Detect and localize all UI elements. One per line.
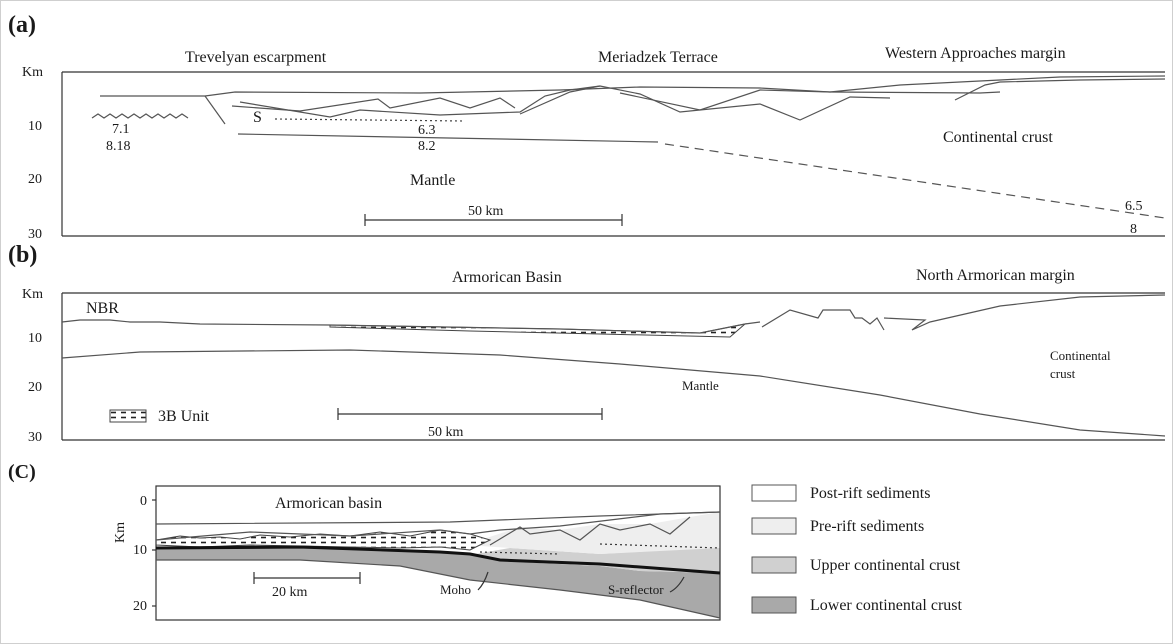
panel-a-depth-unit: Km [22,65,43,80]
panel-c-dotted-horizon-1 [479,551,561,555]
panel-a-escarpment-scarp [204,95,226,125]
panel-a-label-continental-crust: Continental crust [943,129,1053,146]
panel-a-velocity-mid-bottom: 8.2 [418,139,436,154]
panel-a-title-trevelyan: Trevelyan escarpment [185,49,327,66]
panel-c-seafloor-line [155,511,721,525]
legend: Post-rift sediments Pre-rift sediments U… [751,484,963,614]
panel-c-moho-line [155,545,721,575]
panel-c-top-sediment-line [155,511,721,541]
panel-c-frame [155,485,721,621]
panel-a-terrace-faults [519,85,891,121]
panel-a-title-western-approaches: Western Approaches margin [885,45,1066,62]
panel-a: (a) Km 10 20 30 Trevelyan escarpment Mer… [8,12,1166,242]
panel-b-depth-tick-20: 20 [28,380,42,395]
panel-a-margin-fault [954,78,1166,101]
panel-a-label-s: S [253,109,262,126]
panel-c-3b-unit-body [155,529,492,551]
panel-b-label: (b) [8,242,37,268]
panel-b-label-nbr: NBR [86,300,119,317]
legend-label-lower-crust: Lower continental crust [810,597,963,614]
legend-swatch-post-rift [751,484,797,502]
panel-b-3b-unit-label: 3B Unit [158,408,210,425]
panel-b-seafloor-line [61,319,761,334]
panel-b-depth-tick-10: 10 [28,331,42,346]
panel-b-title-north-armorican: North Armorican margin [916,267,1075,284]
panel-a-velocity-right-top: 6.5 [1125,199,1143,214]
panel-a-label-mantle: Mantle [410,172,455,189]
panel-b-label-crust: crust [1050,366,1076,381]
panel-a-velocity-mid-top: 6.3 [418,123,436,138]
panel-c-title: Armorican basin [275,495,382,512]
panel-b-margin-slope [883,294,1166,331]
panel-c-moho-leader [477,571,489,591]
panel-a-depth-tick-30: 30 [28,227,42,242]
legend-label-upper-crust: Upper continental crust [810,557,961,574]
panel-a-moho-solid [237,133,659,143]
panel-b-label-continental: Continental [1050,348,1111,363]
panel-b-label-mantle: Mantle [682,378,719,393]
panel-a-scale-label: 50 km [468,204,504,219]
panel-a-moho-dashed [664,143,1166,219]
legend-label-post-rift: Post-rift sediments [810,485,930,502]
panel-b-moho-line [61,349,1166,437]
panel-c-label: (C) [8,461,36,483]
panel-b-3b-unit-legend: 3B Unit [109,408,210,425]
panel-a-margin-blocks [619,89,1001,111]
panel-c-depth-unit: Km [113,522,128,543]
panel-a-title-meriadzek: Meriadzek Terrace [598,49,718,66]
panel-c-pre-rift-sediments [465,512,720,554]
panel-a-tilted-blocks-1 [231,97,516,112]
panel-a-depth-tick-10: 10 [28,119,42,134]
legend-swatch-lower-crust [751,596,797,614]
panel-c-upper-crust [470,547,720,573]
legend-item-pre-rift: Pre-rift sediments [751,517,924,535]
panel-a-label: (a) [8,12,36,38]
panel-a-tilted-blocks-2 [239,85,601,118]
panel-b-margin-blocks [761,309,885,331]
panel-c-depth-tick-10: 10 [133,543,147,558]
panel-c-depth-tick-20: 20 [133,599,147,614]
panel-c-scale-bar: 20 km [253,572,361,600]
legend-item-upper-crust: Upper continental crust [751,556,961,574]
legend-label-pre-rift: Pre-rift sediments [810,518,924,535]
panel-c-dotted-horizon-2 [599,543,721,549]
legend-item-post-rift: Post-rift sediments [751,484,930,502]
panel-c-label-s-reflector: S-reflector [608,582,664,597]
panel-b-title-armorican-basin: Armorican Basin [452,269,562,286]
panel-a-velocity-right-bottom: 8 [1130,222,1137,237]
panel-c-lower-crust [156,547,720,618]
panel-a-scale-bar: 50 km [364,204,623,226]
panel-c-s-reflector-leader [669,576,685,593]
panel-b: (b) Km 10 20 30 Armorican Basin North Ar… [8,242,1166,445]
panel-b-3b-unit-swatch [109,409,147,423]
panel-b-scale-bar: 50 km [337,408,603,440]
panel-c-label-moho: Moho [440,582,471,597]
panel-c-lower-boundary [156,559,721,619]
panel-a-velocity-left-top: 7.1 [112,122,130,137]
panel-a-seafloor-line [100,75,1166,97]
panel-a-velocity-left-bottom: 8.18 [106,139,131,154]
panel-a-oceanic-basement [91,113,189,119]
legend-swatch-pre-rift [751,517,797,535]
panel-b-depth-unit: Km [22,287,43,302]
panel-b-depth-tick-30: 30 [28,430,42,445]
panel-c-depth-tick-0: 0 [140,494,147,509]
panel-c-scale-label: 20 km [272,585,308,600]
legend-item-lower-crust: Lower continental crust [751,596,963,614]
panel-c: (C) Km 0 10 20 Armorican basin Moho S-re… [8,461,721,621]
panel-b-scale-label: 50 km [428,425,464,440]
panel-a-depth-tick-20: 20 [28,172,42,187]
legend-swatch-upper-crust [751,556,797,574]
panel-a-s-reflector-dotted [274,118,466,122]
panel-c-block-faults [489,516,691,546]
